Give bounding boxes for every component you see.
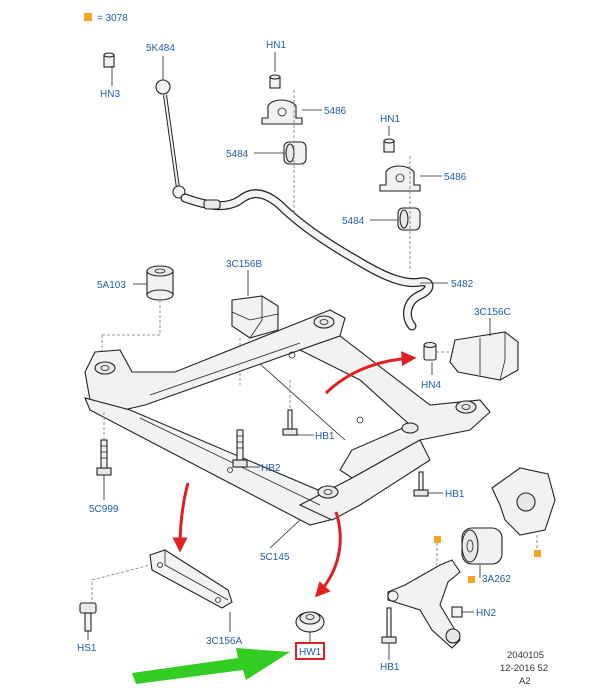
footer-line2: 12-2016 52 — [500, 663, 548, 674]
bolt-hb1-bottom — [381, 607, 397, 644]
label-5484-b: 5484 — [342, 216, 365, 227]
label-5c999: 5C999 — [89, 504, 119, 515]
label-3a262: 3A262 — [482, 574, 511, 585]
bolt-hb1-right — [413, 471, 429, 497]
label-hn4: HN4 — [421, 380, 441, 391]
label-hb1-bottom: HB1 — [380, 662, 400, 673]
marker-3078 — [434, 536, 441, 543]
hn1-nut-top — [269, 74, 281, 89]
legend-text: = 3078 — [97, 13, 128, 24]
label-hs1: HS1 — [77, 643, 97, 654]
bolt-hb2 — [232, 429, 248, 468]
label-3c156b: 3C156B — [226, 259, 262, 270]
label-hn1-right: HN1 — [380, 114, 400, 125]
mount-3c156c — [449, 331, 519, 381]
footer-line1: 2040105 — [507, 650, 544, 661]
red-arrow-front-mount — [324, 351, 417, 395]
bolt-5c999 — [96, 439, 112, 476]
label-5486-a: 5486 — [324, 106, 347, 117]
label-hb2: HB2 — [261, 463, 281, 474]
bolt-hb1-mid — [282, 409, 298, 436]
label-hw1: HW1 — [299, 647, 322, 658]
marker-3078 — [534, 550, 541, 557]
hn4-nut — [423, 341, 437, 361]
washer-hw1 — [295, 611, 325, 633]
marker-3078 — [468, 576, 475, 583]
label-hn1-top: HN1 — [266, 40, 286, 51]
label-5486-b: 5486 — [444, 172, 467, 183]
mount-3c156b — [231, 295, 279, 339]
footer-line3: A2 — [519, 676, 531, 687]
hn3-nut — [103, 52, 115, 68]
bushing-5484-upper — [283, 141, 307, 165]
label-5482: 5482 — [451, 279, 474, 290]
hn2-nut — [451, 606, 463, 618]
label-5c145: 5C145 — [260, 552, 290, 563]
label-hb1-right: HB1 — [445, 489, 465, 500]
red-arrow-shield — [172, 482, 190, 553]
label-hn3: HN3 — [100, 89, 120, 100]
hn1-nut-right — [383, 138, 395, 153]
stabilizer-link — [155, 79, 186, 199]
red-arrow-washer — [314, 511, 342, 598]
stabilizer-bar-5482 — [180, 189, 434, 331]
bracket-right-arm-rear — [491, 467, 556, 536]
label-hb1-mid: HB1 — [315, 431, 335, 442]
subframe-5c145 — [84, 309, 491, 526]
bushing-5484-lower — [397, 207, 421, 231]
bracket-5486-upper — [261, 99, 303, 125]
green-arrow — [132, 648, 290, 684]
bracket-5486-lower — [379, 165, 421, 192]
lower-arm — [387, 559, 461, 649]
label-3c156a: 3C156A — [206, 636, 242, 647]
label-5484-a: 5484 — [226, 149, 249, 160]
bushing-3a262 — [461, 527, 503, 565]
legend-marker — [84, 13, 92, 21]
label-3c156c: 3C156C — [474, 307, 511, 318]
shield-3c156a — [149, 549, 233, 609]
label-hn2: HN2 — [476, 608, 496, 619]
label-5a103: 5A103 — [97, 280, 126, 291]
label-5k484: 5K484 — [146, 43, 175, 54]
hw1-highlight-box — [295, 642, 325, 660]
screw-hs1 — [79, 602, 97, 632]
bushing-5a103 — [146, 265, 174, 301]
